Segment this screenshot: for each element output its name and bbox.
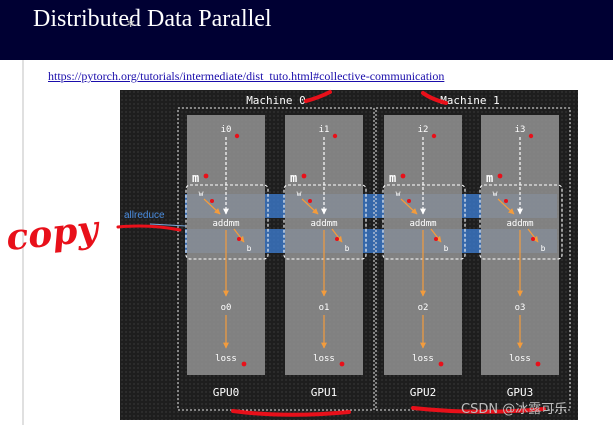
gpu-label-3: GPU3 <box>507 386 534 399</box>
red-dot-model-0 <box>203 173 209 179</box>
red-underline-gpu2-gpu3 <box>411 406 546 414</box>
model-label-3: m <box>486 171 493 185</box>
red-dot-loss-1 <box>339 361 345 367</box>
bias-label-1: b <box>345 244 350 253</box>
red-dot-loss-2 <box>438 361 444 367</box>
output-label-0: o0 <box>221 303 232 313</box>
input-label-0: i0 <box>221 125 232 135</box>
model-label-2: m <box>389 171 396 185</box>
module-box-3 <box>479 184 563 260</box>
weight-label-3: w <box>493 189 498 198</box>
red-dot-weight-3 <box>504 199 508 203</box>
red-dot-bias-3 <box>531 237 535 241</box>
machine-1-label: Machine 1 <box>440 94 500 107</box>
red-dot-model-3 <box>497 173 503 179</box>
module-box-2 <box>382 184 466 260</box>
red-dot-bias-2 <box>434 237 438 241</box>
weight-to-addmm-arrow-2 <box>400 198 418 215</box>
loss-label-3: loss <box>509 354 531 364</box>
weight-to-addmm-arrow-0 <box>203 198 221 215</box>
red-dot-weight-0 <box>210 199 214 203</box>
red-dot-input-1 <box>332 133 338 139</box>
red-dot-loss-0 <box>241 361 247 367</box>
input-label-2: i2 <box>418 125 429 135</box>
allreduce-connector <box>149 223 187 227</box>
red-copy-pointer-line <box>116 224 182 232</box>
weight-label-1: w <box>297 189 302 198</box>
addmm-label-1: addmm <box>310 219 337 229</box>
input-label-3: i3 <box>515 125 526 135</box>
weight-label-2: w <box>396 189 401 198</box>
red-dot-model-2 <box>400 173 406 179</box>
red-dot-weight-2 <box>407 199 411 203</box>
output-label-3: o3 <box>515 303 526 313</box>
module-box-1 <box>283 184 367 260</box>
handwritten-copy-annotation: copy <box>4 207 102 259</box>
addmm-label-3: addmm <box>506 219 533 229</box>
loss-label-2: loss <box>412 354 434 364</box>
output-label-2: o2 <box>418 303 429 313</box>
gpu-label-0: GPU0 <box>213 386 240 399</box>
red-dot-model-1 <box>301 173 307 179</box>
page-left-margin-rule <box>22 60 24 425</box>
model-label-1: m <box>290 171 297 185</box>
machine-0-box <box>177 107 375 411</box>
red-dot-input-0 <box>234 133 240 139</box>
bias-label-3: b <box>541 244 546 253</box>
allreduce-label: allreduce <box>124 210 165 221</box>
gpu-label-2: GPU2 <box>410 386 437 399</box>
output-label-1: o1 <box>319 303 330 313</box>
bias-label-2: b <box>444 244 449 253</box>
addmm-label-0: addmm <box>212 219 239 229</box>
red-dot-bias-0 <box>237 237 241 241</box>
csdn-watermark: CSDN @冰露可乐 <box>461 402 568 417</box>
gpu-label-1: GPU1 <box>311 386 338 399</box>
model-label-0: m <box>192 171 199 185</box>
weight-to-addmm-arrow-1 <box>301 198 319 215</box>
weight-label-0: w <box>199 189 204 198</box>
loss-label-1: loss <box>313 354 335 364</box>
addmm-to-bias-arrow-2 <box>430 228 442 243</box>
slide-header <box>0 0 613 60</box>
red-underline-machine-0 <box>304 90 332 103</box>
weight-to-addmm-arrow-3 <box>497 198 515 215</box>
red-underline-machine-1 <box>421 91 448 105</box>
bias-label-0: b <box>247 244 252 253</box>
red-dot-weight-1 <box>308 199 312 203</box>
red-dot-bias-1 <box>335 237 339 241</box>
module-box-0 <box>185 184 269 260</box>
addmm-to-bias-arrow-0 <box>233 228 245 243</box>
addmm-to-bias-arrow-3 <box>527 228 539 243</box>
mouse-cursor-icon: ✲ <box>126 17 136 30</box>
slide-title: Distributed Data Parallel <box>33 6 272 32</box>
red-dot-input-2 <box>431 133 437 139</box>
red-underline-gpu0-gpu1 <box>231 409 351 417</box>
loss-label-0: loss <box>215 354 237 364</box>
red-dot-input-3 <box>528 133 534 139</box>
tutorial-link[interactable]: https://pytorch.org/tutorials/intermedia… <box>48 69 445 83</box>
red-dot-loss-3 <box>535 361 541 367</box>
addmm-to-bias-arrow-1 <box>331 228 343 243</box>
input-label-1: i1 <box>319 125 330 135</box>
addmm-label-2: addmm <box>409 219 436 229</box>
machine-0-label: Machine 0 <box>246 94 306 107</box>
